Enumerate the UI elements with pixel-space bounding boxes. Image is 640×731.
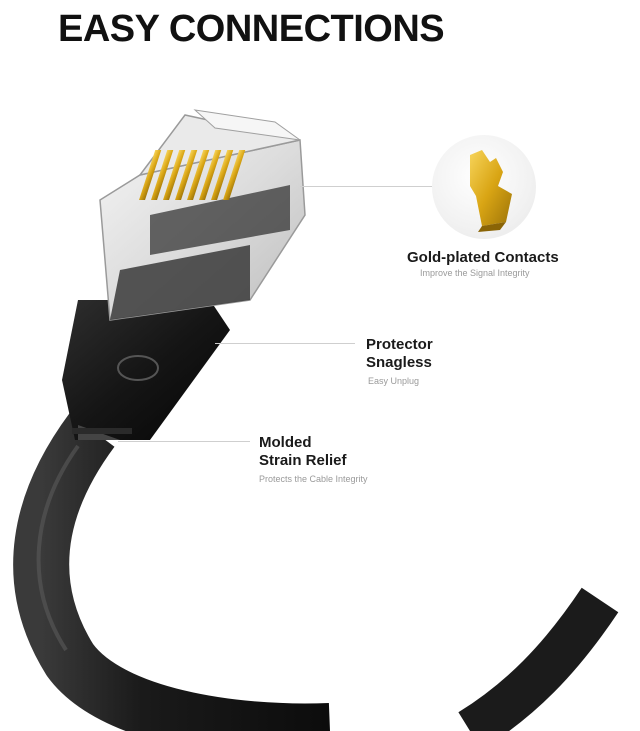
callout-molded-title: Molded [259, 434, 312, 451]
callout-protector-title-2: Snagless [366, 354, 432, 371]
clear-plug-body [99, 109, 306, 321]
gold-contact-circle [432, 135, 536, 239]
callout-protector-subtitle: Easy Unplug [368, 376, 420, 386]
callout-protector-title: Protector [366, 336, 433, 353]
callout-line-protector [215, 343, 355, 344]
callout-line-gold [300, 186, 432, 187]
page-title: EASY CONNECTIONS [58, 8, 445, 50]
callout-molded-title-2: Strain Relief [259, 452, 347, 469]
callout-gold-subtitle: Improve the Signal Integrity [420, 268, 530, 278]
callout-line-molded [118, 441, 250, 442]
callout-gold-title: Gold-plated Contacts [407, 249, 559, 266]
cable [13, 413, 619, 731]
callout-molded-subtitle: Protects the Cable Integrity [259, 474, 368, 484]
gold-contacts [139, 150, 246, 200]
strain-relief-boot [62, 300, 230, 440]
